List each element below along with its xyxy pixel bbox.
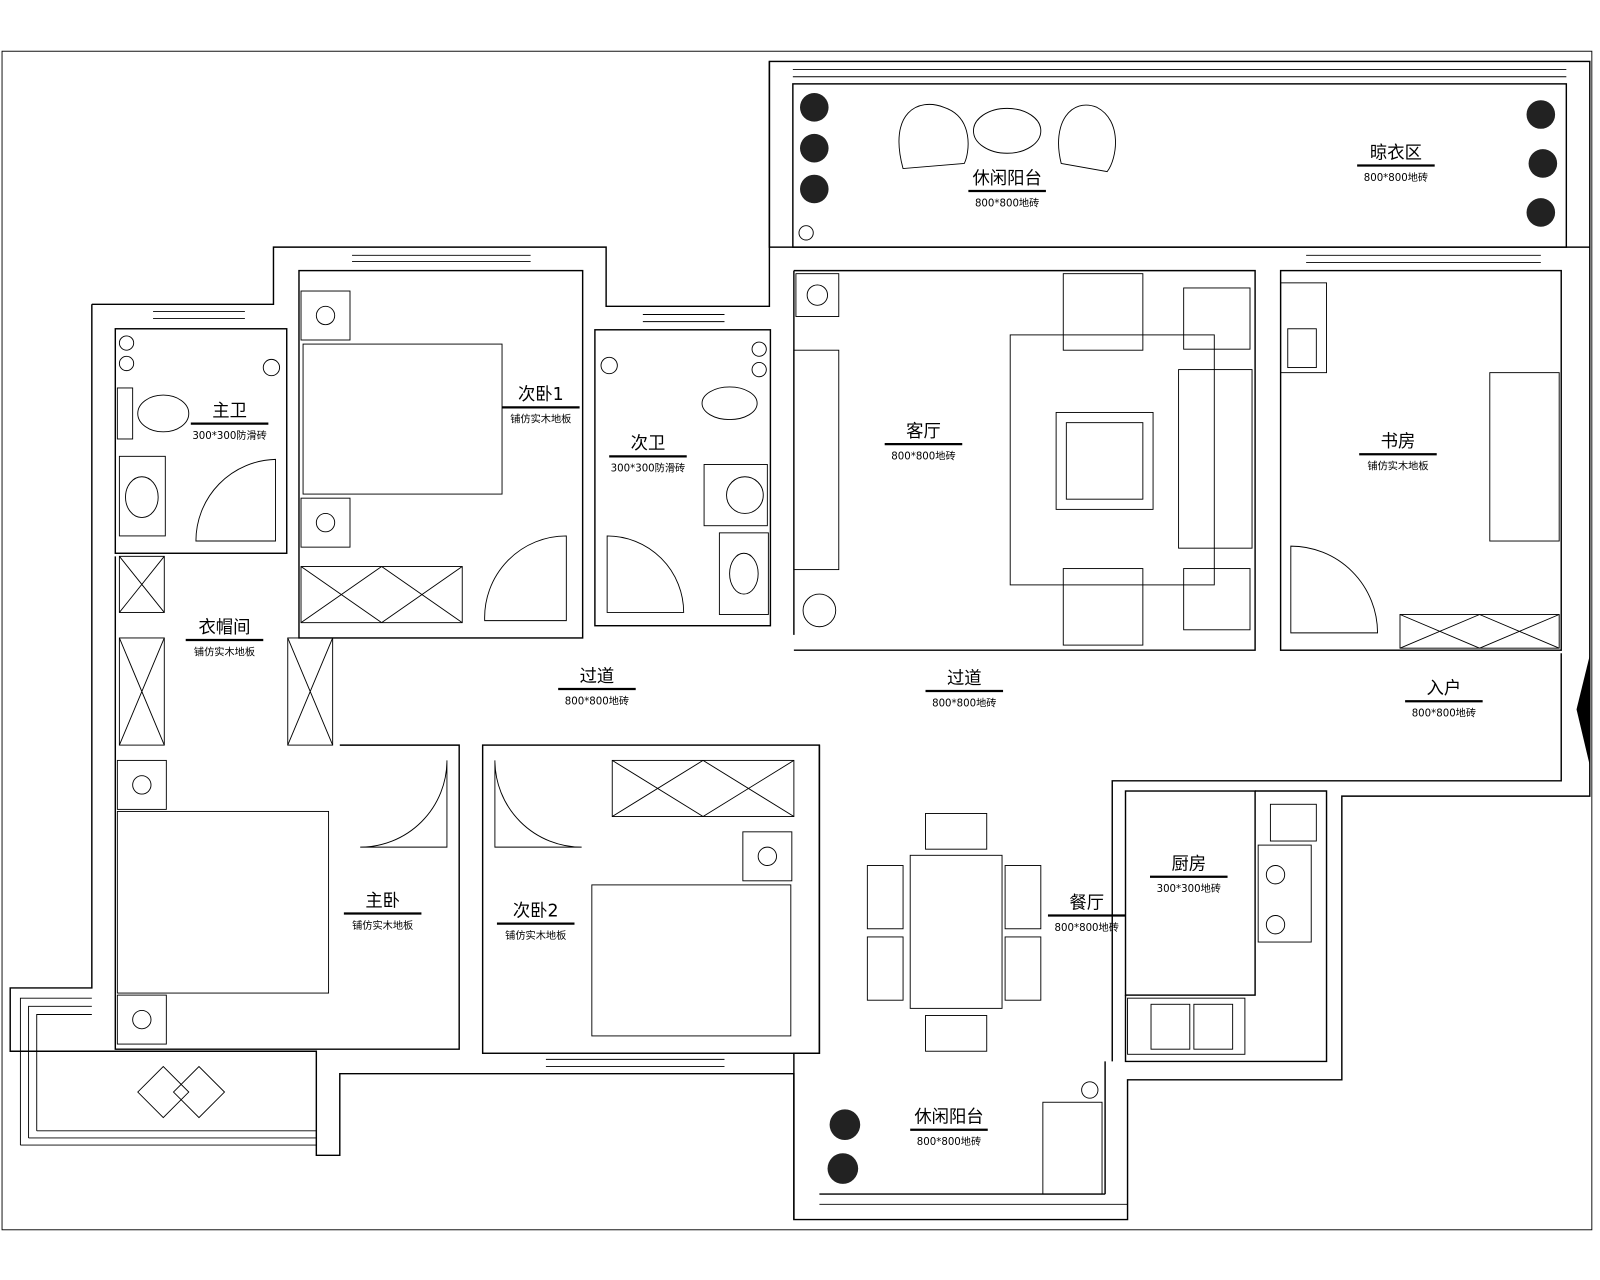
room-label-drying-area: 晾衣区 800*800地砖: [1357, 143, 1435, 184]
floor-material: 800*800地砖: [891, 449, 955, 462]
floor-material: 铺仿实木地板: [352, 919, 413, 932]
floor-material: 300*300地砖: [1157, 882, 1221, 895]
floor-material: 800*800地砖: [1412, 707, 1476, 720]
room-name: 过道: [580, 667, 615, 687]
room-label-master-bath: 主卫 300*300防滑砖: [190, 402, 269, 442]
floor-material: 铺仿实木地板: [505, 929, 566, 942]
room-label-corridor-west: 过道 800*800地砖: [558, 667, 636, 707]
room-label-living-room: 客厅 800*800地砖: [884, 422, 963, 462]
room-name: 晾衣区: [1370, 143, 1422, 163]
room-name: 过道: [947, 669, 982, 689]
furniture: [116, 93, 1560, 1195]
floor-material: 800*800地砖: [1055, 921, 1119, 934]
room-label-leisure-balcony-top: 休闲阳台 800*800地砖: [968, 169, 1046, 209]
entrance-door-marker: [1576, 655, 1590, 766]
room-name: 客厅: [906, 422, 941, 442]
floor-material: 300*300防滑砖: [611, 462, 686, 475]
drawing-frame: [1, 50, 1593, 1231]
floor-material: 800*800地砖: [975, 196, 1039, 209]
floor-material: 铺仿实木地板: [1367, 460, 1428, 473]
room-label-entrance: 入户 800*800地砖: [1405, 679, 1483, 720]
room-name: 休闲阳台: [972, 169, 1041, 189]
room-name: 次卧1: [518, 385, 564, 405]
floor-material: 铺仿实木地板: [194, 645, 255, 658]
floor-material: 800*800地砖: [565, 694, 629, 707]
room-name: 休闲阳台: [914, 1108, 983, 1128]
room-name: 主卧: [365, 891, 400, 911]
room-label-second-bedroom-2: 次卧2 铺仿实木地板: [496, 902, 575, 942]
room-name: 餐厅: [1069, 893, 1104, 913]
floor-material: 铺仿实木地板: [510, 413, 571, 426]
room-label-dining-room: 餐厅 800*800地砖: [1047, 893, 1126, 934]
room-name: 入户: [1427, 679, 1462, 699]
floor-material: 800*800地砖: [917, 1135, 981, 1148]
room-label-kitchen: 厨房 300*300地砖: [1150, 855, 1228, 895]
room-labels: 休闲阳台800*800地砖晾衣区800*800地砖主卫300*300防滑砖次卧1…: [185, 143, 1483, 1148]
room-name: 次卧2: [513, 902, 559, 922]
room-name: 衣帽间: [198, 618, 250, 638]
room-label-leisure-balcony-bottom: 休闲阳台 800*800地砖: [910, 1108, 988, 1148]
floor-material: 800*800地砖: [1364, 171, 1428, 184]
room-label-second-bedroom-1: 次卧1 铺仿实木地板: [502, 385, 580, 426]
room-name: 书房: [1381, 432, 1416, 452]
room-name: 主卫: [212, 402, 247, 422]
floor-material: 300*300防滑砖: [192, 429, 267, 442]
room-label-second-bath: 次卫 300*300防滑砖: [609, 434, 687, 475]
room-name: 厨房: [1171, 855, 1206, 875]
walls: [9, 60, 1591, 1221]
room-name: 次卫: [631, 434, 666, 454]
room-label-corridor-east: 过道 800*800地砖: [925, 669, 1004, 709]
floor-material: 800*800地砖: [932, 696, 996, 709]
